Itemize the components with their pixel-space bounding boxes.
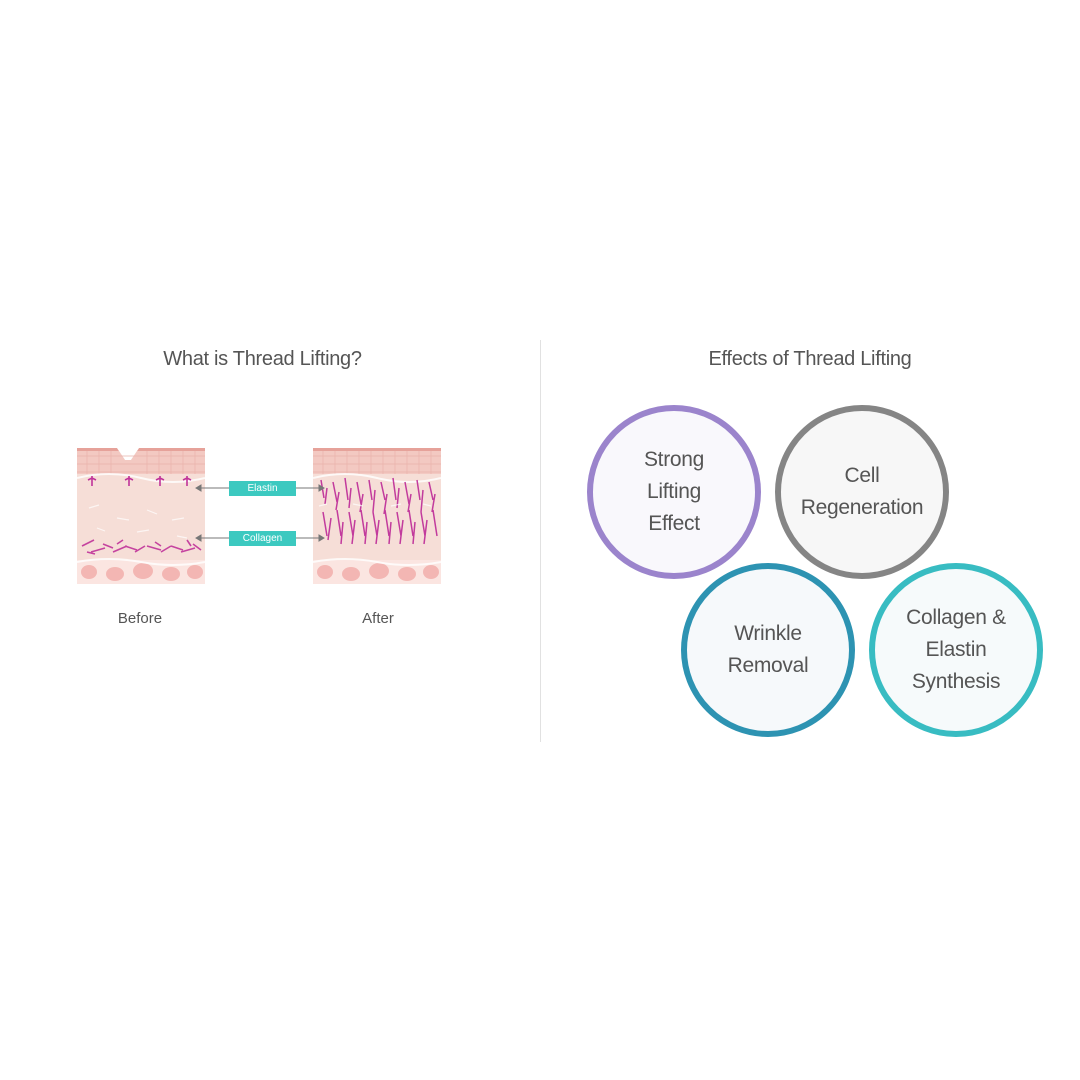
effect-line: Regeneration xyxy=(800,496,924,519)
effect-circle-strong-lifting: Strong Lifting Effect xyxy=(587,405,761,579)
skin-before-illustration xyxy=(77,448,205,584)
effect-line: Lifting xyxy=(647,480,701,503)
effect-line: Strong xyxy=(643,448,705,471)
effect-line: Elastin xyxy=(925,638,987,661)
left-panel-title: What is Thread Lifting? xyxy=(163,348,362,370)
panel-divider xyxy=(540,340,541,742)
before-caption: Before xyxy=(117,610,163,627)
effect-line: Synthesis xyxy=(911,670,1001,693)
effect-circle-wrinkle-removal: Wrinkle Removal xyxy=(681,563,855,737)
effect-line: Removal xyxy=(727,654,809,677)
after-caption: After xyxy=(362,610,394,627)
effect-circle-collagen-elastin-synthesis: Collagen & Elastin Synthesis xyxy=(869,563,1043,737)
effect-line: Wrinkle xyxy=(734,622,802,645)
skin-after-illustration xyxy=(313,448,441,584)
label-connector-arrows xyxy=(195,484,325,542)
right-panel-title: Effects of Thread Lifting xyxy=(708,348,912,370)
collagen-label: Collagen xyxy=(229,531,296,546)
effect-line: Effect xyxy=(648,512,700,535)
effect-line: Cell xyxy=(844,464,880,487)
effect-circle-cell-regeneration: Cell Regeneration xyxy=(775,405,949,579)
elastin-label: Elastin xyxy=(229,481,296,496)
effect-line: Collagen & xyxy=(906,606,1006,629)
